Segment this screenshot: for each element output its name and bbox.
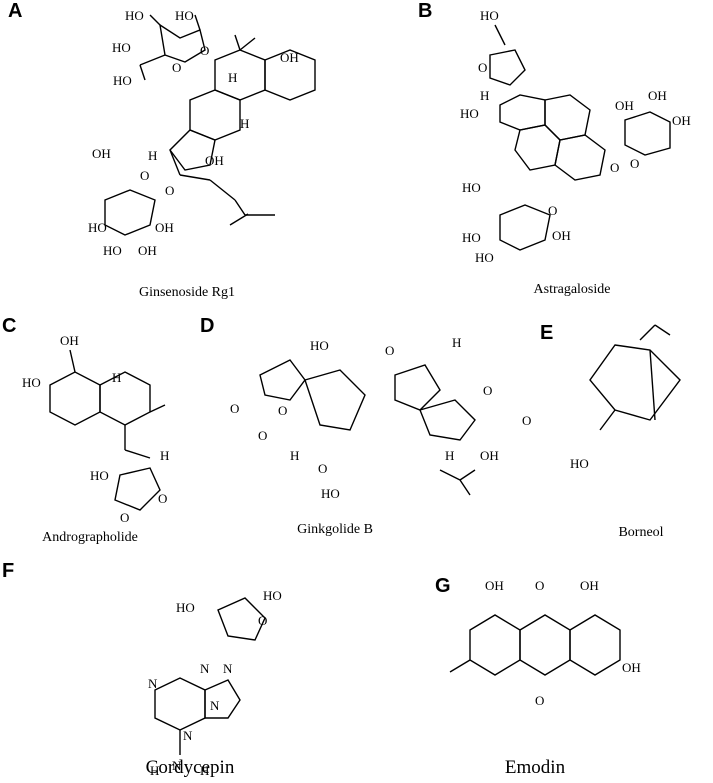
svg-text:HO: HO [321,486,340,501]
caption-cordycepin: Cordycepin [145,757,235,778]
svg-text:OH: OH [280,50,299,65]
svg-text:O: O [278,403,287,418]
svg-text:HO: HO [125,8,144,23]
structure-andrographolide: OH HO H H HO O O [22,333,169,525]
svg-text:H: H [240,116,249,131]
svg-text:O: O [200,43,209,58]
svg-text:OH: OH [615,98,634,113]
svg-text:N: N [200,661,210,676]
svg-text:O: O [483,383,492,398]
svg-text:OH: OH [205,153,224,168]
svg-text:OH: OH [672,113,691,128]
panel-letter-b: B [418,0,433,22]
caption-emodin: Emodin [504,757,566,778]
svg-text:N: N [172,758,182,773]
panel-letter-a: A [8,0,23,22]
caption-borneol: Borneol [618,525,664,540]
svg-text:H: H [148,148,157,163]
svg-text:N: N [223,661,233,676]
svg-text:H: H [452,335,461,350]
svg-text:H: H [445,448,454,463]
svg-text:O: O [158,491,167,506]
svg-text:HO: HO [462,180,481,195]
svg-text:O: O [610,160,619,175]
svg-text:O: O [535,578,544,593]
svg-text:O: O [548,203,557,218]
svg-text:HO: HO [113,73,132,88]
svg-text:HO: HO [112,40,131,55]
panel-letter-g: G [435,575,451,597]
svg-text:H: H [112,370,121,385]
svg-text:OH: OH [138,243,157,258]
caption-ginkgolide-b: Ginkgolide B [297,522,373,537]
caption-ginsenoside-rg1: Ginsenoside Rg1 [138,285,236,300]
panel-letter-d: D [200,315,215,337]
caption-andrographolide: Andrographolide [42,530,138,545]
svg-text:OH: OH [648,88,667,103]
svg-text:O: O [535,693,544,708]
svg-text:OH: OH [92,146,111,161]
svg-text:OH: OH [622,660,641,675]
svg-text:HO: HO [103,243,122,258]
svg-text:H: H [480,88,489,103]
svg-text:HO: HO [475,250,494,265]
svg-text:O: O [258,613,267,628]
svg-text:H: H [200,763,209,778]
svg-text:HO: HO [176,600,195,615]
svg-text:H: H [290,448,299,463]
structure-cordycepin: HO HO O N N N N N H H N [148,588,282,778]
structure-astragaloside: HO O H HO O O OH OH OH O HO HO HO OH [460,8,691,265]
svg-text:OH: OH [60,333,79,348]
svg-text:O: O [230,401,239,416]
svg-text:HO: HO [310,338,329,353]
svg-text:HO: HO [460,106,479,121]
panel-letter-f: F [2,560,15,582]
caption-astragaloside: Astragaloside [533,282,611,297]
svg-text:HO: HO [570,456,589,471]
svg-text:OH: OH [480,448,499,463]
svg-text:O: O [172,60,181,75]
svg-text:H: H [228,70,237,85]
structure-ginsenoside-rg1: HO HO HO HO O O OH H H OH H O OH O HO HO [88,8,316,258]
svg-text:HO: HO [88,220,107,235]
svg-text:O: O [385,343,394,358]
svg-text:H: H [150,763,159,778]
svg-text:HO: HO [22,375,41,390]
svg-text:O: O [120,510,129,525]
structure-ginkgolide-b: HO O H O O O O O H O OH HO H [230,335,531,501]
svg-text:HO: HO [90,468,109,483]
svg-text:N: N [148,676,158,691]
svg-text:HO: HO [175,8,194,23]
svg-text:O: O [165,183,174,198]
svg-text:O: O [258,428,267,443]
svg-text:OH: OH [580,578,599,593]
structure-emodin: OH O OH O OH [449,578,641,708]
panel-letter-e: E [540,322,554,344]
svg-text:HO: HO [263,588,282,603]
svg-text:OH: OH [552,228,571,243]
structure-borneol: HO [570,324,681,471]
svg-text:H: H [160,448,169,463]
panel-letter-c: C [2,315,17,337]
svg-text:HO: HO [462,230,481,245]
svg-text:O: O [522,413,531,428]
svg-text:HO: HO [480,8,499,23]
svg-text:O: O [318,461,327,476]
svg-text:O: O [140,168,149,183]
svg-text:N: N [210,698,220,713]
svg-text:OH: OH [485,578,504,593]
svg-text:O: O [630,156,639,171]
svg-text:OH: OH [155,220,174,235]
svg-text:N: N [183,728,193,743]
svg-text:O: O [478,60,487,75]
